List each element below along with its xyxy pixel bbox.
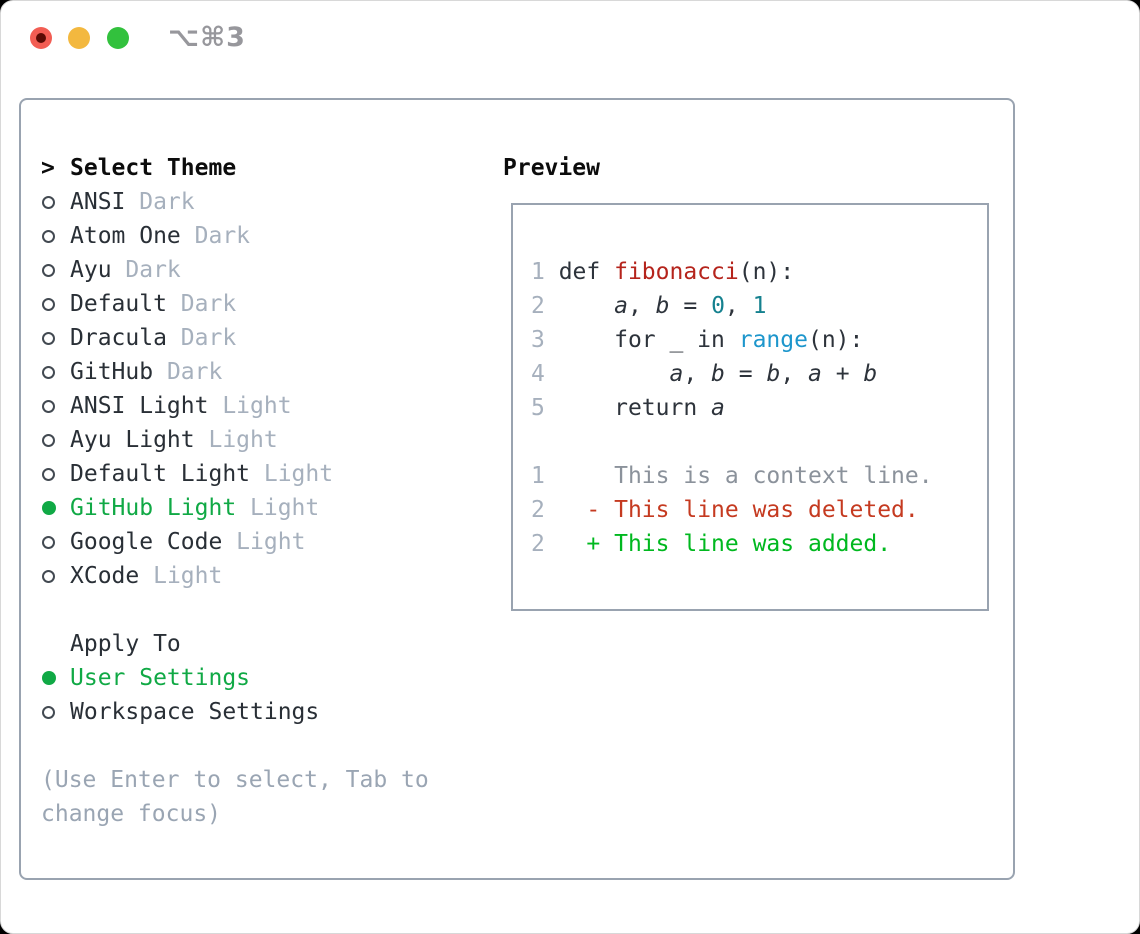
theme-option-ansi[interactable]: ANSI Dark [41, 185, 429, 219]
minimize-button-icon[interactable] [68, 27, 90, 49]
radio-icon [41, 467, 70, 481]
theme-option-default[interactable]: Default Dark [41, 287, 429, 321]
apply-option-label: Workspace Settings [70, 699, 320, 725]
theme-option-label: Ayu [70, 257, 112, 283]
preview-code-box: 1 def fibonacci(n): 2 a, b = 0, 1 3 for _ … [511, 203, 989, 611]
theme-option-label: Default [70, 291, 167, 317]
apply-option-user-settings[interactable]: User Settings [41, 661, 429, 695]
zoom-button-icon[interactable] [107, 27, 129, 49]
apply-to-header: Apply To [41, 627, 429, 661]
close-button-icon[interactable] [30, 27, 52, 49]
theme-option-ayu[interactable]: Ayu Dark [41, 253, 429, 287]
radio-circle-icon [42, 399, 55, 413]
preview-line-8: 2 - This line was deleted. [531, 497, 919, 523]
window-title: ⌥⌘3 [168, 22, 246, 53]
radio-circle-icon [42, 195, 55, 209]
radio-circle-icon [42, 331, 55, 345]
theme-option-github-light[interactable]: GitHub Light Light [41, 491, 429, 525]
radio-icon [41, 433, 70, 447]
theme-list-header-label: Select Theme [70, 155, 237, 181]
preview-line-4: 4 a, b = b, a + b [531, 361, 878, 387]
theme-option-atom-one[interactable]: Atom One Dark [41, 219, 429, 253]
radio-icon [41, 195, 70, 209]
apply-to-header-label: Apply To [70, 631, 181, 657]
help-text-line-1: (Use Enter to select, Tab to [41, 767, 429, 793]
preview-line-7: 1 This is a context line. [531, 463, 933, 489]
radio-circle-icon [42, 535, 55, 549]
radio-circle-icon [42, 365, 55, 379]
preview-line-9: 2 + This line was added. [531, 531, 892, 557]
radio-icon [41, 365, 70, 379]
theme-option-dracula[interactable]: Dracula Dark [41, 321, 429, 355]
theme-list-header: > Select Theme [41, 151, 429, 185]
help-text-line-2: change focus) [41, 801, 222, 827]
theme-option-label: ANSI Light [70, 393, 209, 419]
theme-option-ayu-light[interactable]: Ayu Light Light [41, 423, 429, 457]
theme-variant-label: Dark [153, 359, 223, 385]
theme-variant-label: Light [194, 427, 278, 453]
preview-line-2: 2 a, b = 0, 1 [531, 293, 767, 319]
theme-option-label: GitHub Light [70, 495, 237, 521]
theme-variant-label: Light [250, 461, 334, 487]
radio-icon [41, 297, 70, 311]
theme-variant-label: Dark [111, 257, 181, 283]
preview-line-1: 1 def fibonacci(n): [531, 259, 795, 285]
theme-option-xcode[interactable]: XCode Light [41, 559, 429, 593]
spacer [41, 729, 429, 763]
theme-option-ansi-light[interactable]: ANSI Light Light [41, 389, 429, 423]
preview-line-6 [531, 425, 987, 459]
radio-icon [41, 535, 70, 549]
theme-option-google-code[interactable]: Google Code Light [41, 525, 429, 559]
radio-icon [41, 331, 70, 345]
radio-dot-filled-icon [42, 501, 56, 515]
radio-circle-icon [42, 705, 55, 719]
radio-selected-icon [41, 501, 70, 515]
theme-variant-label: Dark [166, 291, 237, 317]
radio-selected-icon [41, 671, 70, 685]
preview-line-3: 3 for _ in range(n): [531, 327, 864, 353]
theme-variant-label: Dark [180, 223, 251, 249]
radio-circle-icon [42, 569, 55, 583]
theme-option-label: GitHub [70, 359, 154, 385]
theme-variant-label: Light [236, 495, 320, 521]
preview-header: Preview [503, 151, 600, 185]
radio-icon [41, 399, 70, 413]
theme-option-default-light[interactable]: Default Light Light [41, 457, 429, 491]
theme-variant-label: Dark [125, 189, 195, 215]
radio-icon [41, 263, 70, 277]
radio-dot-filled-icon [42, 671, 56, 685]
radio-icon [41, 229, 70, 243]
theme-variant-label: Light [139, 563, 223, 589]
radio-icon [41, 569, 70, 583]
theme-option-label: Dracula [70, 325, 167, 351]
theme-option-label: Atom One [70, 223, 181, 249]
radio-circle-icon [42, 229, 55, 243]
preview-line-5: 5 return a [531, 395, 725, 421]
theme-option-label: Google Code [70, 529, 223, 555]
preview-header-label: Preview [503, 155, 600, 181]
theme-option-label: ANSI [70, 189, 126, 215]
prompt-caret-icon: > [41, 155, 55, 181]
radio-circle-icon [42, 433, 55, 447]
spacer [41, 593, 429, 627]
theme-option-label: Default Light [70, 461, 251, 487]
apply-option-workspace-settings[interactable]: Workspace Settings [41, 695, 429, 729]
radio-icon [41, 705, 70, 719]
radio-circle-icon [42, 297, 55, 311]
theme-option-label: Ayu Light [70, 427, 195, 453]
theme-option-github[interactable]: GitHub Dark [41, 355, 429, 389]
apply-option-label: User Settings [70, 665, 251, 691]
theme-variant-label: Light [222, 529, 306, 555]
theme-variant-label: Dark [166, 325, 237, 351]
record-dot-icon [36, 33, 46, 43]
theme-option-label: XCode [70, 563, 140, 589]
radio-circle-icon [42, 467, 55, 481]
radio-circle-icon [42, 263, 55, 277]
theme-variant-label: Light [208, 393, 292, 419]
